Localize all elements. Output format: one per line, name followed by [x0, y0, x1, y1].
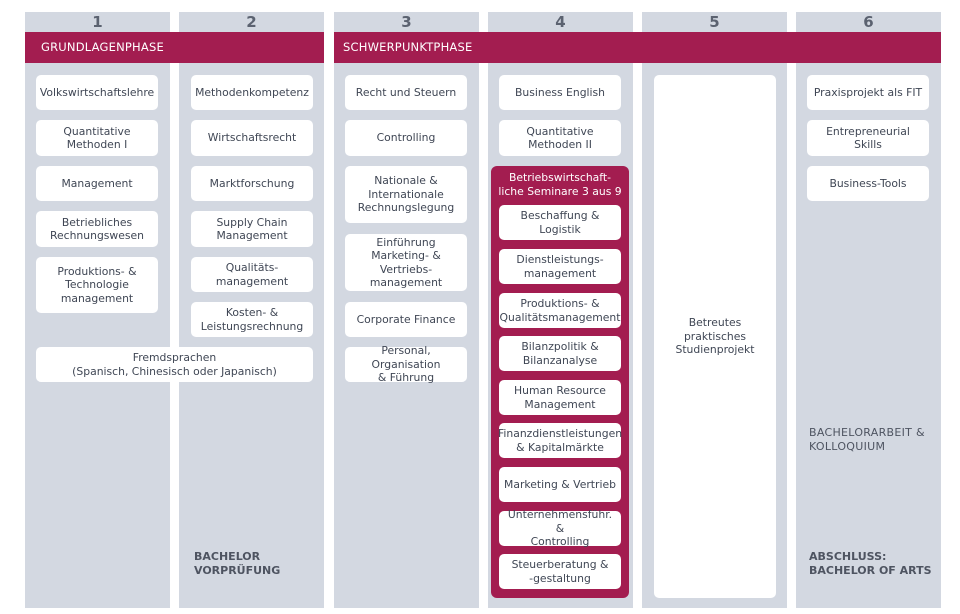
module-box: Management — [36, 166, 158, 201]
seminar-box: Steuerberatung & -gestaltung — [499, 554, 621, 589]
module-label: Qualitäts- management — [215, 261, 289, 288]
semester-number: 4 — [555, 13, 566, 31]
study-project-box: Betreutes praktisches Studienprojekt — [654, 75, 776, 598]
module-label: Kosten- & Leistungsrechnung — [200, 306, 304, 333]
seminar-box: Produktions- & Qualitätsmanagement — [499, 293, 621, 328]
module-label: Einführung Marketing- & Vertriebs- manag… — [369, 235, 443, 290]
module-box: Betriebliches Rechnungswesen — [36, 211, 158, 247]
module-box: Quantitative Methoden I — [36, 120, 158, 156]
seminar-box: Marketing & Vertrieb — [499, 467, 621, 502]
module-box: Produktions- & Technologie management — [36, 257, 158, 313]
module-label: Betriebliches Rechnungswesen — [49, 215, 145, 243]
module-box: Wirtschaftsrecht — [191, 120, 313, 156]
module-box: Business English — [499, 75, 621, 110]
module-label: Finanzdienstleistungen & Kapitalmärkte — [497, 427, 623, 454]
module-box: Qualitäts- management — [191, 257, 313, 292]
phase-band-schwerpunkt: SCHWERPUNKTPHASE — [334, 32, 941, 63]
phase-band-grundlagen: GRUNDLAGENPHASE — [25, 32, 324, 63]
module-box: Praxisprojekt als FIT — [807, 75, 929, 110]
thesis-label: BACHELORARBEIT & KOLLOQUIUM — [809, 426, 925, 453]
module-label: Human Resource Management — [514, 384, 606, 411]
semester-number: 2 — [246, 13, 257, 31]
module-label: Personal, Organisation & Führung — [371, 344, 441, 385]
module-label: Produktions- & Technologie management — [57, 264, 137, 305]
module-box: Recht und Steuern — [345, 75, 467, 110]
seminar-box: Unternehmensführ. & Controlling — [499, 508, 621, 549]
module-box: Business-Tools — [807, 166, 929, 201]
module-box: Controlling — [345, 120, 467, 156]
module-label: Dienstleistungs- management — [516, 253, 604, 280]
module-label: Fremdsprachen (Spanisch, Chinesisch oder… — [72, 351, 277, 378]
semester-number: 1 — [92, 13, 103, 31]
seminar-group-title: Betriebswirtschaft- liche Seminare 3 aus… — [498, 171, 622, 198]
semester-number: 3 — [401, 13, 412, 31]
module-label: Quantitative Methoden II — [526, 124, 594, 152]
seminar-box: Dienstleistungs- management — [499, 249, 621, 284]
milestone-vorpruefung: BACHELOR VORPRÜFUNG — [194, 550, 281, 577]
module-box: Entrepreneurial Skills — [807, 120, 929, 156]
module-label: Produktions- & Qualitätsmanagement — [499, 297, 621, 324]
semester-number: 5 — [709, 13, 720, 31]
module-box: Einführung Marketing- & Vertriebs- manag… — [345, 234, 467, 291]
module-box: Nationale & Internationale Rechnungslegu… — [345, 166, 467, 223]
module-box: Volkswirtschaftslehre — [36, 75, 158, 110]
module-box: Quantitative Methoden II — [499, 120, 621, 156]
seminar-box: Beschaffung & Logistik — [499, 205, 621, 240]
seminar-box: Bilanzpolitik & Bilanzanalyse — [499, 336, 621, 371]
module-box: Methodenkompetenz — [191, 75, 313, 110]
semester-number: 6 — [863, 13, 874, 31]
module-label: Bilanzpolitik & Bilanzanalyse — [521, 340, 599, 367]
module-label: Steuerberatung & -gestaltung — [511, 558, 609, 585]
module-label: Quantitative Methoden I — [63, 124, 131, 152]
module-box: Kosten- & Leistungsrechnung — [191, 302, 313, 337]
language-module-box: Fremdsprachen (Spanisch, Chinesisch oder… — [36, 347, 313, 382]
seminar-box: Finanzdienstleistungen & Kapitalmärkte — [497, 423, 623, 458]
module-label: Unternehmensführ. & Controlling — [507, 508, 613, 549]
seminar-box: Human Resource Management — [499, 380, 621, 415]
module-box: Corporate Finance — [345, 302, 467, 337]
degree-label: ABSCHLUSS: BACHELOR OF ARTS — [809, 550, 932, 577]
module-box: Supply Chain Management — [191, 211, 313, 247]
module-label: Nationale & Internationale Rechnungslegu… — [357, 174, 455, 215]
module-label: Supply Chain Management — [216, 215, 288, 243]
module-label: Betreutes praktisches Studienprojekt — [675, 316, 755, 357]
semester-column-6: 6 — [796, 12, 941, 608]
module-box: Personal, Organisation & Führung — [345, 344, 467, 385]
module-box: Marktforschung — [191, 166, 313, 201]
